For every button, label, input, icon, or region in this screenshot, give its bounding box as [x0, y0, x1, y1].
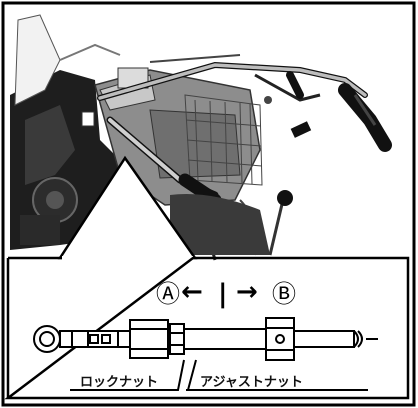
cable-assembly: [33, 317, 378, 361]
part-labels: ロックナット アジャストナット: [70, 359, 368, 391]
center-divider: |: [218, 279, 228, 309]
adjust-sleeve: [183, 328, 267, 350]
adjust-direction-indicator: Ⓐ ← | → Ⓑ: [156, 277, 296, 309]
marker-b: Ⓑ: [272, 280, 296, 308]
arrow-left: ←: [181, 277, 203, 307]
lock-nut: [129, 319, 169, 359]
marker-a: Ⓐ: [156, 280, 180, 308]
right-grip: [338, 83, 392, 152]
arrow-right: →: [236, 277, 258, 307]
detail-panel: [4, 256, 410, 400]
machine-illustration: [10, 14, 392, 261]
locknut-label: ロックナット: [80, 375, 158, 390]
lever-knob: [277, 190, 293, 206]
adjustnut-label: アジャストナット: [200, 375, 303, 390]
